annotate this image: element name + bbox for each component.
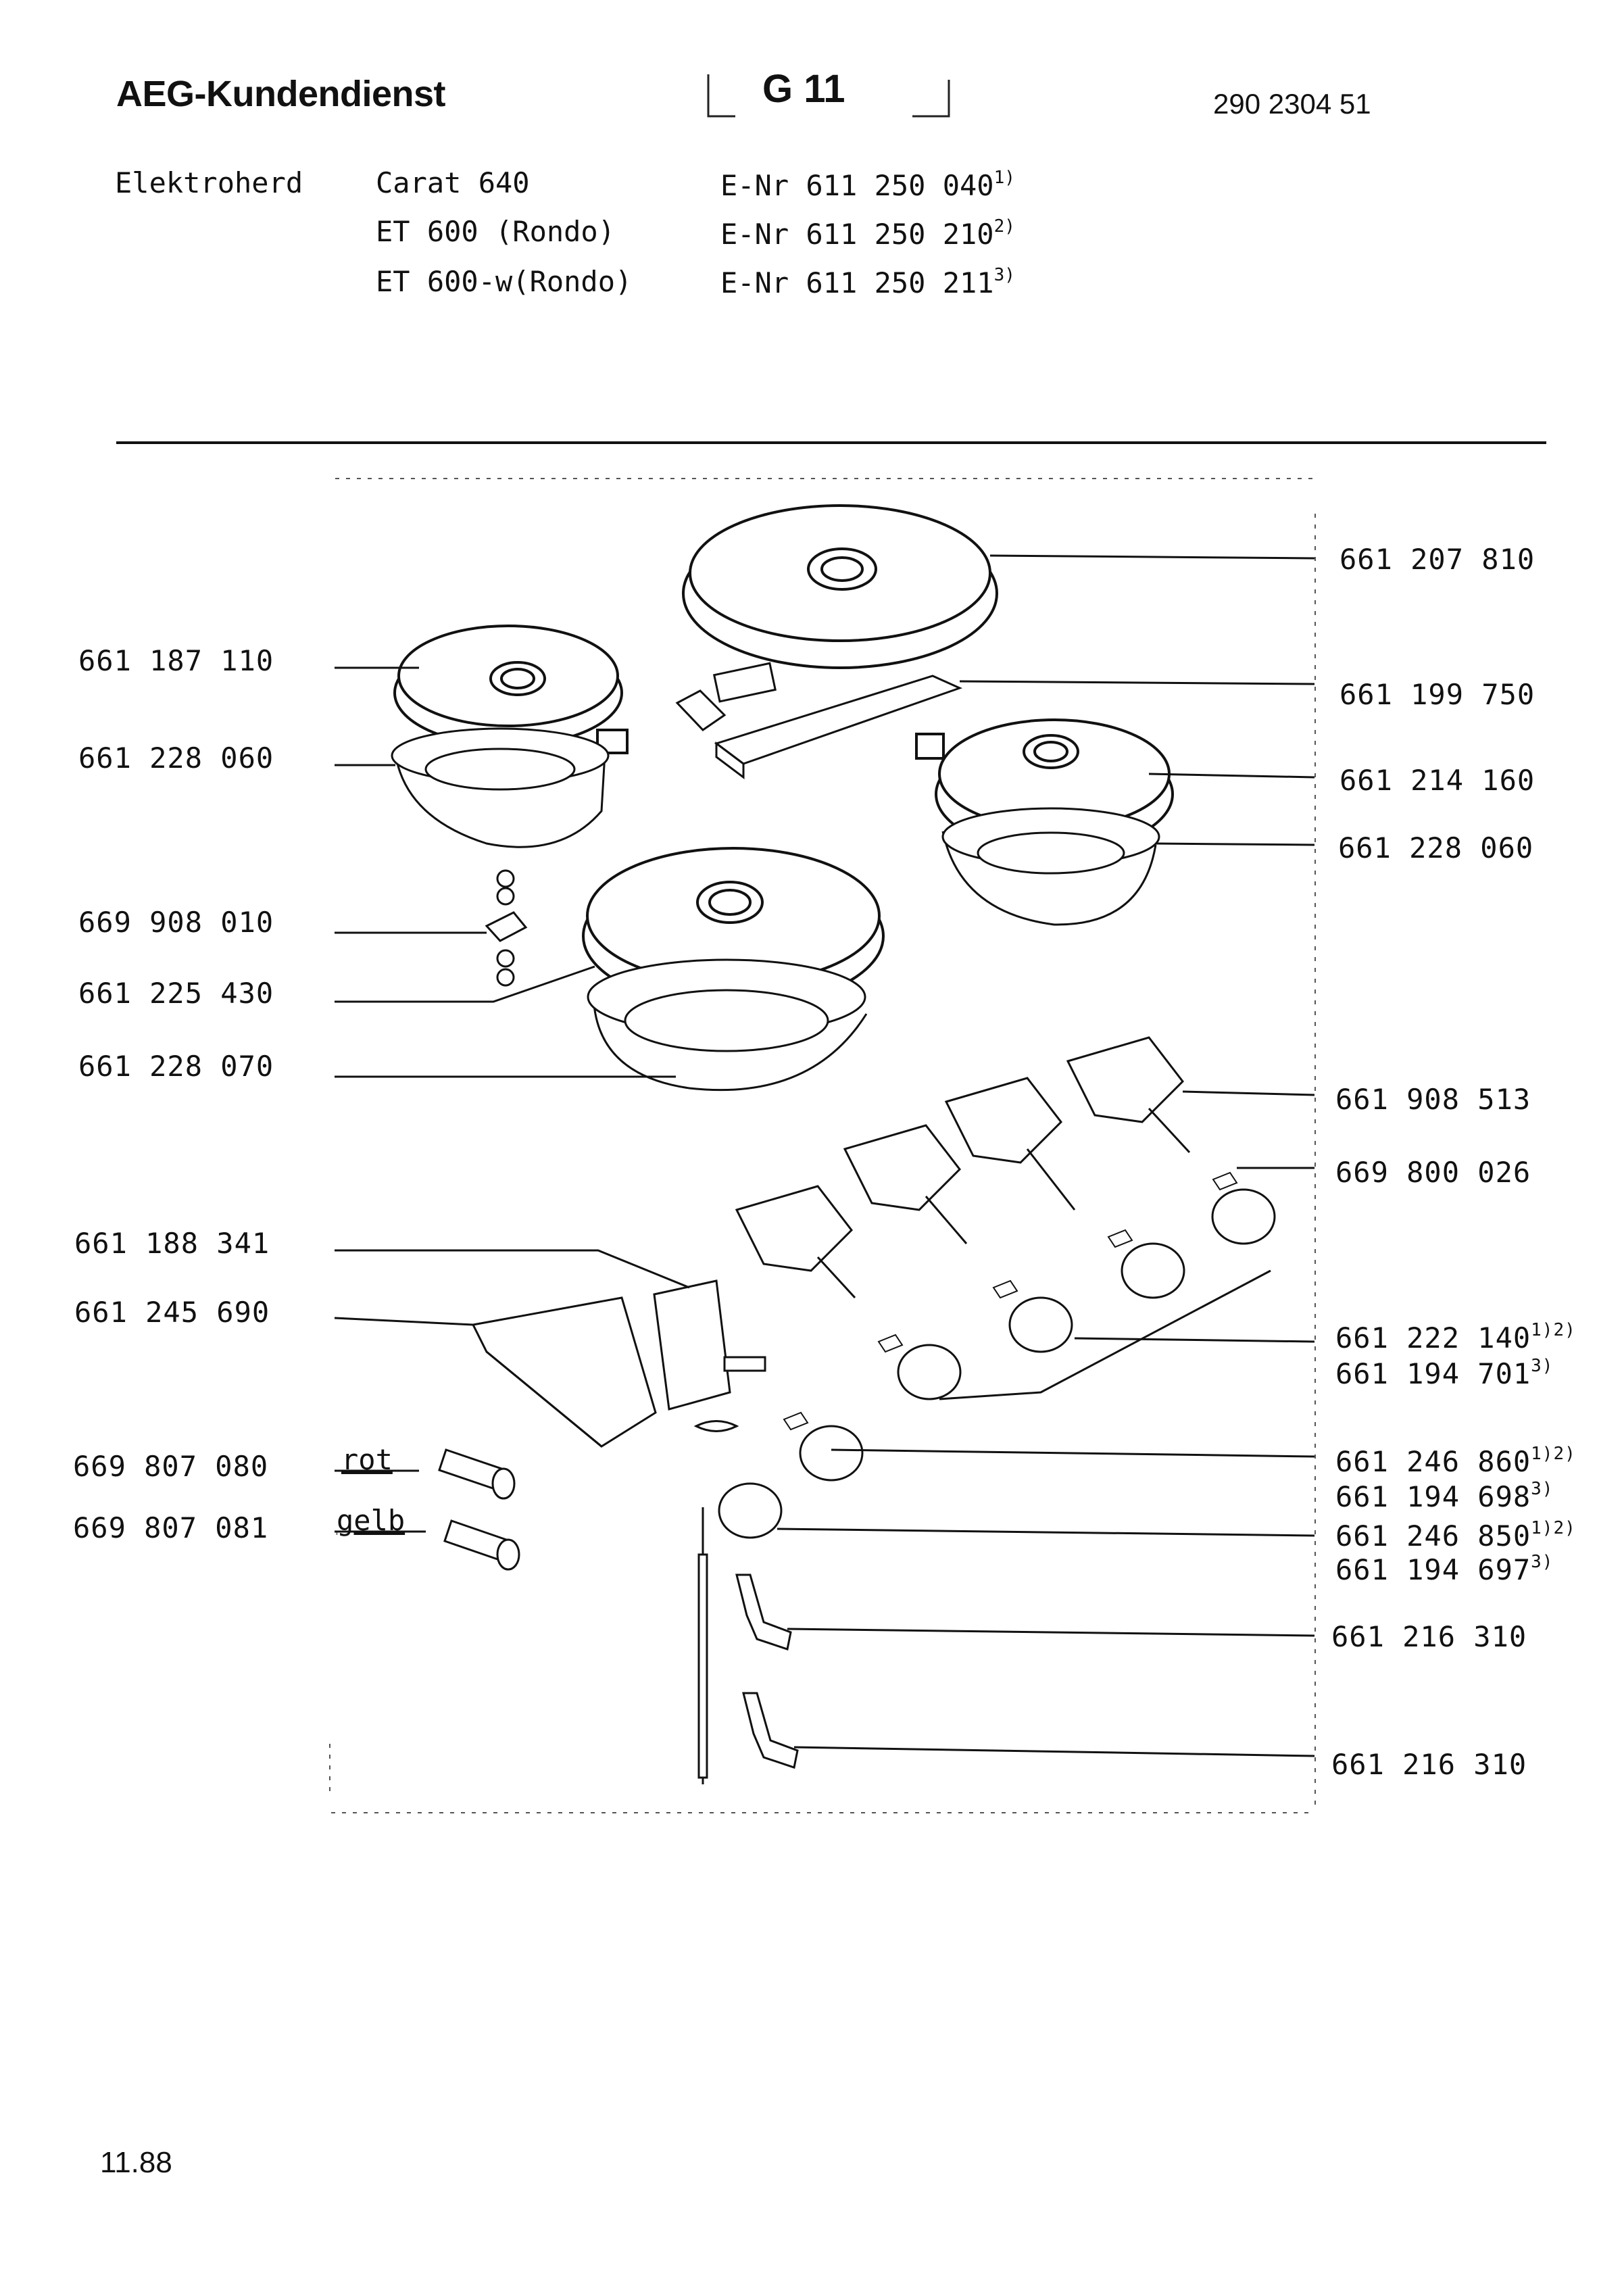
part-number: 661 216 310 (1331, 1620, 1527, 1653)
footnote-ref: 3) (1531, 1356, 1554, 1376)
footnote-ref: 3) (1531, 1552, 1554, 1572)
model-name: ET 600-w(Rondo) (376, 265, 633, 298)
footnote-ref: 1)2) (1531, 1518, 1576, 1538)
enr-number: E-Nr 611 250 211 (720, 266, 994, 299)
enr-number: E-Nr 611 250 210 (720, 218, 994, 251)
trim-ring-left (391, 727, 610, 848)
wire-label-red: rot (341, 1443, 393, 1476)
part-number: 661 245 690 (74, 1296, 270, 1329)
part-number: 661 207 810 (1340, 543, 1535, 576)
part-number: 661 246 8501)2) (1335, 1519, 1576, 1553)
switch-block (735, 1036, 1191, 1299)
wire-label-yellow: gelb (337, 1504, 406, 1537)
footnote-ref: 3) (1531, 1479, 1554, 1499)
knob-cap (783, 1171, 1238, 1431)
part-number: 661 188 341 (74, 1227, 270, 1260)
part-number: 669 807 081 (73, 1511, 269, 1544)
appliance-type: Elektroherd (115, 166, 303, 199)
terminal-block (471, 1296, 657, 1448)
footnote-ref: 1)2) (1531, 1444, 1576, 1464)
fixing-clip (485, 869, 528, 987)
part-number: 661 228 070 (78, 1050, 274, 1083)
date-code: 11.88 (100, 2146, 172, 2179)
model-enr: E-Nr 611 250 2113) (720, 266, 1015, 299)
model-enr: E-Nr 611 250 0401) (720, 169, 1015, 202)
mounting-bracket (675, 662, 963, 779)
page-title: AEG-Kundendienst (116, 74, 446, 114)
hotplate-small-left (393, 625, 629, 754)
diagram-frame (329, 478, 1316, 1813)
clamp-bracket (735, 1573, 799, 1769)
footnote-ref: 1) (993, 168, 1015, 188)
control-knob (718, 1188, 1276, 1539)
part-number: 661 908 513 (1335, 1083, 1531, 1116)
part-number-main: 661 246 860 (1335, 1445, 1531, 1478)
document-number: 290 2304 51 (1213, 88, 1371, 120)
part-number: 669 807 080 (73, 1450, 269, 1483)
model-enr: E-Nr 611 250 2102) (720, 218, 1015, 251)
part-number-alt: 661 194 6983) (1335, 1480, 1553, 1513)
footnote-ref: 1)2) (1531, 1320, 1576, 1340)
indicator-lamp (438, 1448, 520, 1571)
part-number: 661 187 110 (78, 644, 274, 677)
leader-lines-left (334, 666, 690, 1533)
group-code: G 11 (762, 67, 845, 111)
part-number: 661 222 1401)2) (1335, 1321, 1576, 1354)
part-number: 661 225 430 (78, 977, 274, 1010)
part-number: 661 199 750 (1340, 678, 1535, 711)
thermostat (653, 1279, 766, 1784)
part-number: 661 214 160 (1340, 764, 1535, 797)
part-number: 669 800 026 (1335, 1156, 1531, 1189)
part-number: 661 228 060 (1338, 831, 1534, 864)
leader-lines-right (777, 554, 1315, 1757)
group-code-bracket (707, 74, 950, 118)
enr-number: E-Nr 611 250 040 (720, 169, 994, 202)
footnote-ref: 3) (993, 265, 1015, 285)
part-number-alt-value: 661 194 701 (1335, 1357, 1531, 1390)
part-number-alt-value: 661 194 698 (1335, 1480, 1531, 1513)
model-name: Carat 640 (376, 166, 530, 199)
footnote-ref: 2) (993, 216, 1015, 237)
part-number-alt-value: 661 194 697 (1335, 1553, 1531, 1586)
part-number-alt: 661 194 7013) (1335, 1357, 1553, 1390)
part-number: 661 246 8601)2) (1335, 1445, 1576, 1478)
part-number: 669 908 010 (78, 906, 274, 939)
trim-ring-front (587, 958, 868, 1092)
part-number-main: 661 222 140 (1335, 1321, 1531, 1354)
part-number: 661 228 060 (78, 741, 274, 775)
part-number-alt: 661 194 6973) (1335, 1553, 1553, 1586)
trim-ring-right (941, 807, 1160, 926)
part-number: 661 216 310 (1331, 1748, 1527, 1781)
model-name: ET 600 (Rondo) (376, 215, 616, 248)
part-number-main: 661 246 850 (1335, 1519, 1531, 1553)
hotplate-large (682, 504, 998, 669)
